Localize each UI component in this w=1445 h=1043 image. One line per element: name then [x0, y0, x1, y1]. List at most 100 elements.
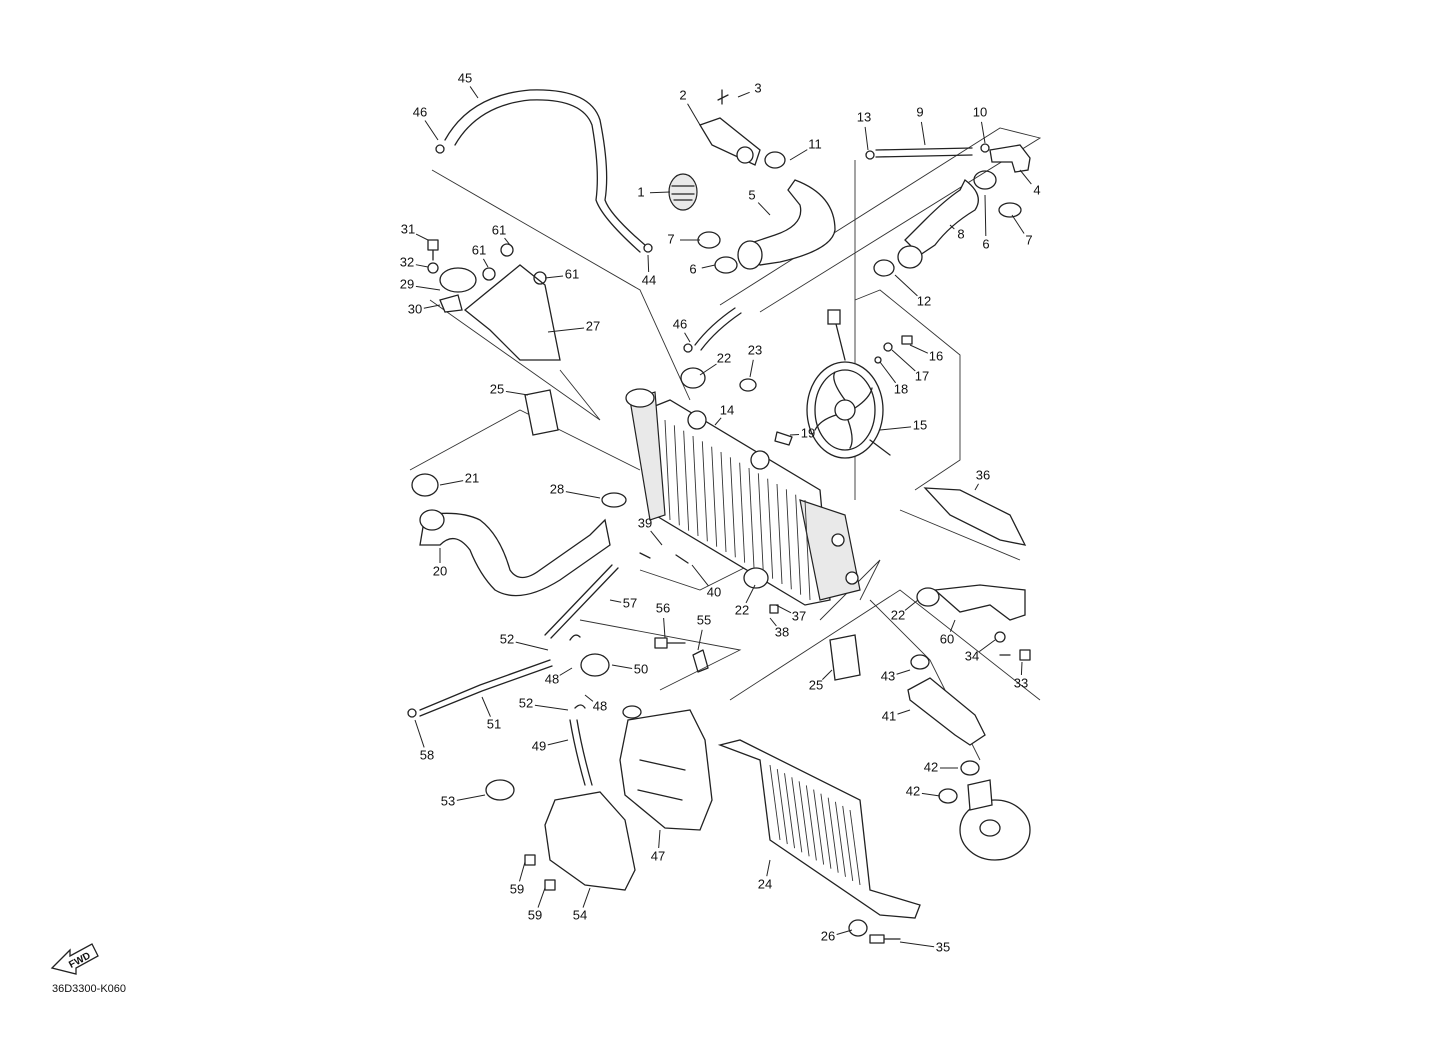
callout-leader — [1011, 214, 1025, 234]
part-number-label: 37 — [792, 608, 806, 623]
callout-leader — [439, 480, 464, 486]
part-number-label: 48 — [545, 671, 559, 686]
callout-leader — [978, 639, 996, 653]
callout-leader — [894, 274, 918, 297]
callout-leader — [609, 599, 622, 603]
callout-leader — [921, 792, 941, 797]
callout-leader — [687, 103, 701, 126]
part-number-label: 60 — [940, 631, 954, 646]
callout-leader — [547, 739, 569, 746]
callout-leader — [789, 149, 808, 161]
part-number-label: 4 — [1033, 182, 1040, 197]
part-number-label: 54 — [573, 907, 587, 922]
callout-leader — [879, 426, 912, 431]
callout-leader — [697, 629, 703, 651]
radiator-guard — [717, 739, 921, 919]
callout-leader — [909, 344, 929, 354]
part-number-label: 61 — [492, 222, 506, 237]
callout-leader — [974, 483, 979, 491]
callout-leader — [789, 434, 800, 436]
callout-leader — [749, 359, 754, 378]
callout-leader — [691, 564, 709, 587]
part-number-label: 20 — [433, 563, 447, 578]
part-number-label: 51 — [487, 716, 501, 731]
brackets-and-fasteners — [407, 143, 1031, 944]
part-number-label: 44 — [642, 272, 656, 287]
callout-leader — [745, 584, 756, 604]
callout-leader — [1020, 661, 1023, 676]
part-number-label: 22 — [891, 607, 905, 622]
callout-leader — [904, 599, 919, 611]
callout-leader — [537, 887, 546, 908]
part-number-label: 58 — [420, 747, 434, 762]
part-number-label: 15 — [913, 417, 927, 432]
part-number-label: 57 — [623, 595, 637, 610]
part-number-label: 2 — [679, 87, 686, 102]
part-number-label: 26 — [821, 928, 835, 943]
assembly-guide-lines — [409, 127, 1042, 761]
callout-leader — [737, 91, 750, 98]
reservoir-tanks — [544, 705, 713, 891]
part-number-label: 24 — [758, 876, 772, 891]
callout-leader — [757, 202, 771, 216]
callout-leader — [649, 191, 671, 194]
part-number-label: 6 — [982, 236, 989, 251]
part-number-label: 13 — [857, 109, 871, 124]
callout-leader — [456, 794, 486, 801]
callout-leader — [714, 417, 722, 426]
callout-leader — [415, 264, 429, 268]
part-number-label: 1 — [637, 184, 644, 199]
part-number-label: 41 — [882, 708, 896, 723]
callout-leader — [515, 641, 549, 651]
part-number-label: 59 — [510, 881, 524, 896]
part-number-label: 7 — [1025, 232, 1032, 247]
part-number-label: 42 — [906, 783, 920, 798]
part-number-label: 25 — [490, 381, 504, 396]
callout-leader — [423, 304, 441, 309]
part-number-label: 11 — [808, 136, 822, 151]
callout-leader — [896, 669, 911, 675]
callout-leader — [658, 829, 661, 849]
part-number-label: 48 — [593, 698, 607, 713]
part-number-label: 35 — [936, 939, 950, 954]
part-number-label: 22 — [717, 350, 731, 365]
callout-leader — [1019, 169, 1032, 185]
callout-leader — [864, 126, 869, 151]
part-number-label: 46 — [413, 104, 427, 119]
callout-leader — [504, 237, 511, 246]
part-number-label: 39 — [638, 515, 652, 530]
part-number-label: 53 — [441, 793, 455, 808]
callout-leader — [899, 941, 935, 948]
part-number-label: 12 — [917, 293, 931, 308]
part-number-label: 32 — [400, 254, 414, 269]
callout-leader — [469, 86, 479, 99]
part-number-label: 31 — [401, 221, 415, 236]
part-number-label: 36 — [976, 467, 990, 482]
part-number-label: 38 — [775, 624, 789, 639]
fwd-arrow-icon: FWD — [50, 943, 99, 975]
part-number-label: 6 — [689, 261, 696, 276]
callout-leader — [481, 696, 491, 717]
part-number-label: 55 — [697, 612, 711, 627]
part-number-label: 40 — [707, 584, 721, 599]
part-number-label: 25 — [809, 677, 823, 692]
callout-leader — [650, 530, 663, 546]
callout-leader — [891, 349, 916, 372]
part-number-label: 30 — [408, 301, 422, 316]
part-number-label: 23 — [748, 342, 762, 357]
callout-leader — [534, 704, 569, 711]
callout-leader — [699, 363, 717, 376]
part-number-label: 18 — [894, 381, 908, 396]
callout-leader — [897, 709, 911, 715]
part-number-label: 56 — [656, 600, 670, 615]
callout-leader — [584, 694, 594, 702]
callout-leader — [647, 254, 650, 273]
document-code: 36D3300-K060 — [52, 983, 126, 995]
part-number-label: 9 — [916, 104, 923, 119]
callout-leader — [949, 619, 956, 632]
part-number-label: 22 — [735, 602, 749, 617]
part-number-label: 52 — [519, 695, 533, 710]
part-number-label: 19 — [801, 425, 815, 440]
